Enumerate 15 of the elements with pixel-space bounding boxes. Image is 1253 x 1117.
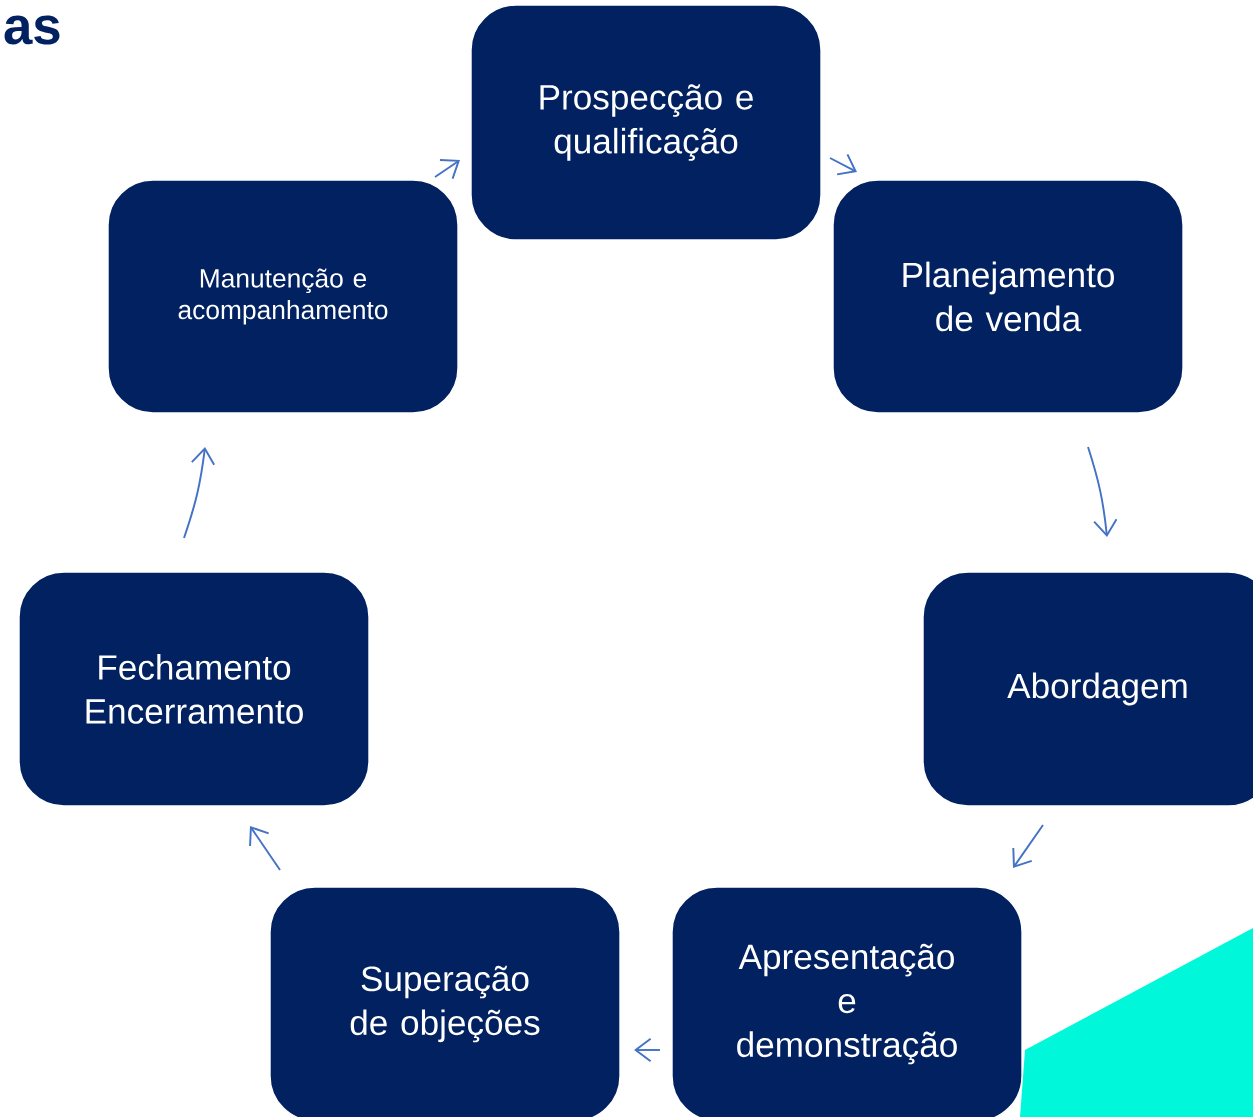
arrow <box>634 1037 661 1063</box>
process-box: Abordagem <box>922 571 1253 807</box>
process-box: Planejamento de venda <box>832 179 1184 414</box>
arrow <box>434 159 460 180</box>
process-box: Superação de objeções <box>269 886 621 1117</box>
arrow <box>249 826 281 871</box>
process-box: Prospecção e qualificação <box>470 4 822 241</box>
arrow <box>183 447 216 539</box>
process-box: Manutenção e acompanhamento <box>107 179 459 414</box>
process-box: Apresentação e demonstração <box>671 886 1023 1117</box>
process-box: Fechamento Encerramento <box>18 571 370 807</box>
title: as <box>4 15 60 45</box>
arrow <box>1012 824 1044 868</box>
arrow <box>1087 446 1118 537</box>
arrow <box>829 153 857 176</box>
